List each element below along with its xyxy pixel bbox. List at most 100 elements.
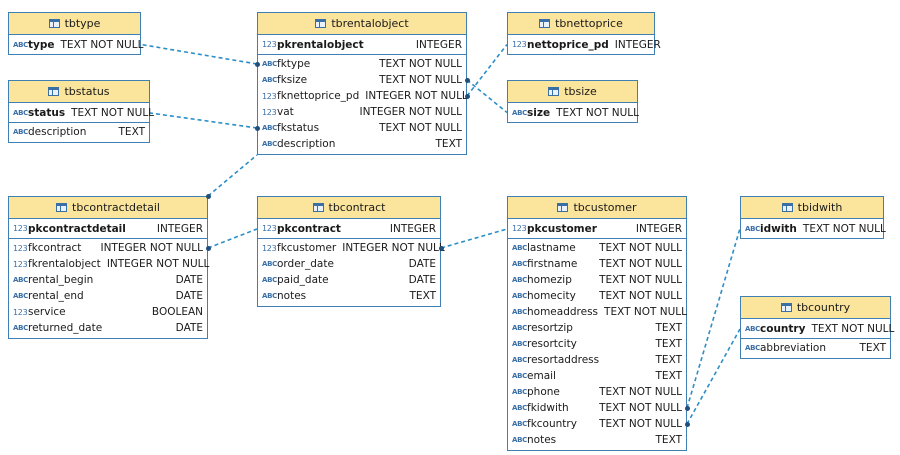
column-type: TEXT NOT NULL	[379, 58, 462, 70]
column-type: TEXT NOT NULL	[811, 322, 895, 335]
table-title: tbnettoprice	[555, 17, 623, 30]
relationship-line	[140, 43, 258, 65]
column-name: rental_end	[28, 290, 84, 302]
table-header[interactable]: tbstatus	[9, 81, 149, 103]
table-header[interactable]: tbcontractdetail	[9, 197, 207, 219]
table-header[interactable]: tbsize	[508, 81, 637, 103]
table-header[interactable]: tbrentalobject	[258, 13, 466, 35]
numeric-column-icon: 123	[13, 259, 28, 269]
text-column-icon: ABC	[262, 292, 277, 300]
column-type: DATE	[175, 274, 203, 286]
column-type: TEXT NOT NULL	[802, 222, 886, 235]
column-name: homezip	[527, 274, 572, 286]
column-name: fkrentalobject	[28, 258, 101, 270]
text-column-icon: ABC	[262, 276, 277, 284]
numeric-column-icon: 123	[262, 40, 277, 49]
table-header[interactable]: tbnettoprice	[508, 13, 654, 35]
column-name: homeaddress	[527, 306, 599, 318]
text-column-icon: ABC	[512, 340, 527, 348]
table-header[interactable]: tbcustomer	[508, 197, 686, 219]
table-header[interactable]: tbtype	[9, 13, 140, 35]
column-type: DATE	[175, 322, 203, 334]
column-type: TEXT NOT NULL	[71, 106, 155, 119]
table-icon	[48, 87, 60, 96]
text-column-icon: ABC	[745, 324, 760, 333]
column-type: INTEGER NOT NULL	[106, 258, 210, 270]
relationship-endpoint	[205, 245, 211, 251]
text-column-icon: ABC	[13, 128, 28, 136]
table-header[interactable]: tbcountry	[741, 297, 890, 319]
column-name: fkcountry	[527, 418, 577, 430]
text-column-icon: ABC	[512, 308, 527, 316]
column-type: BOOLEAN	[151, 306, 203, 318]
text-column-icon: ABC	[512, 420, 527, 428]
column-name: fkcontract	[28, 242, 82, 254]
column-name: fkidwith	[527, 402, 569, 414]
table-header[interactable]: tbcontract	[258, 197, 440, 219]
text-column-icon: ABC	[262, 60, 277, 68]
table-icon	[780, 303, 792, 312]
column-type: TEXT	[435, 138, 462, 150]
table-header[interactable]: tbidwith	[741, 197, 883, 219]
column-name: abbreviation	[760, 342, 826, 354]
column-name: idwith	[760, 222, 797, 235]
column-name: type	[28, 38, 55, 51]
table-icon	[781, 203, 793, 212]
column-type: TEXT	[409, 290, 436, 302]
column-type: TEXT	[655, 354, 682, 366]
